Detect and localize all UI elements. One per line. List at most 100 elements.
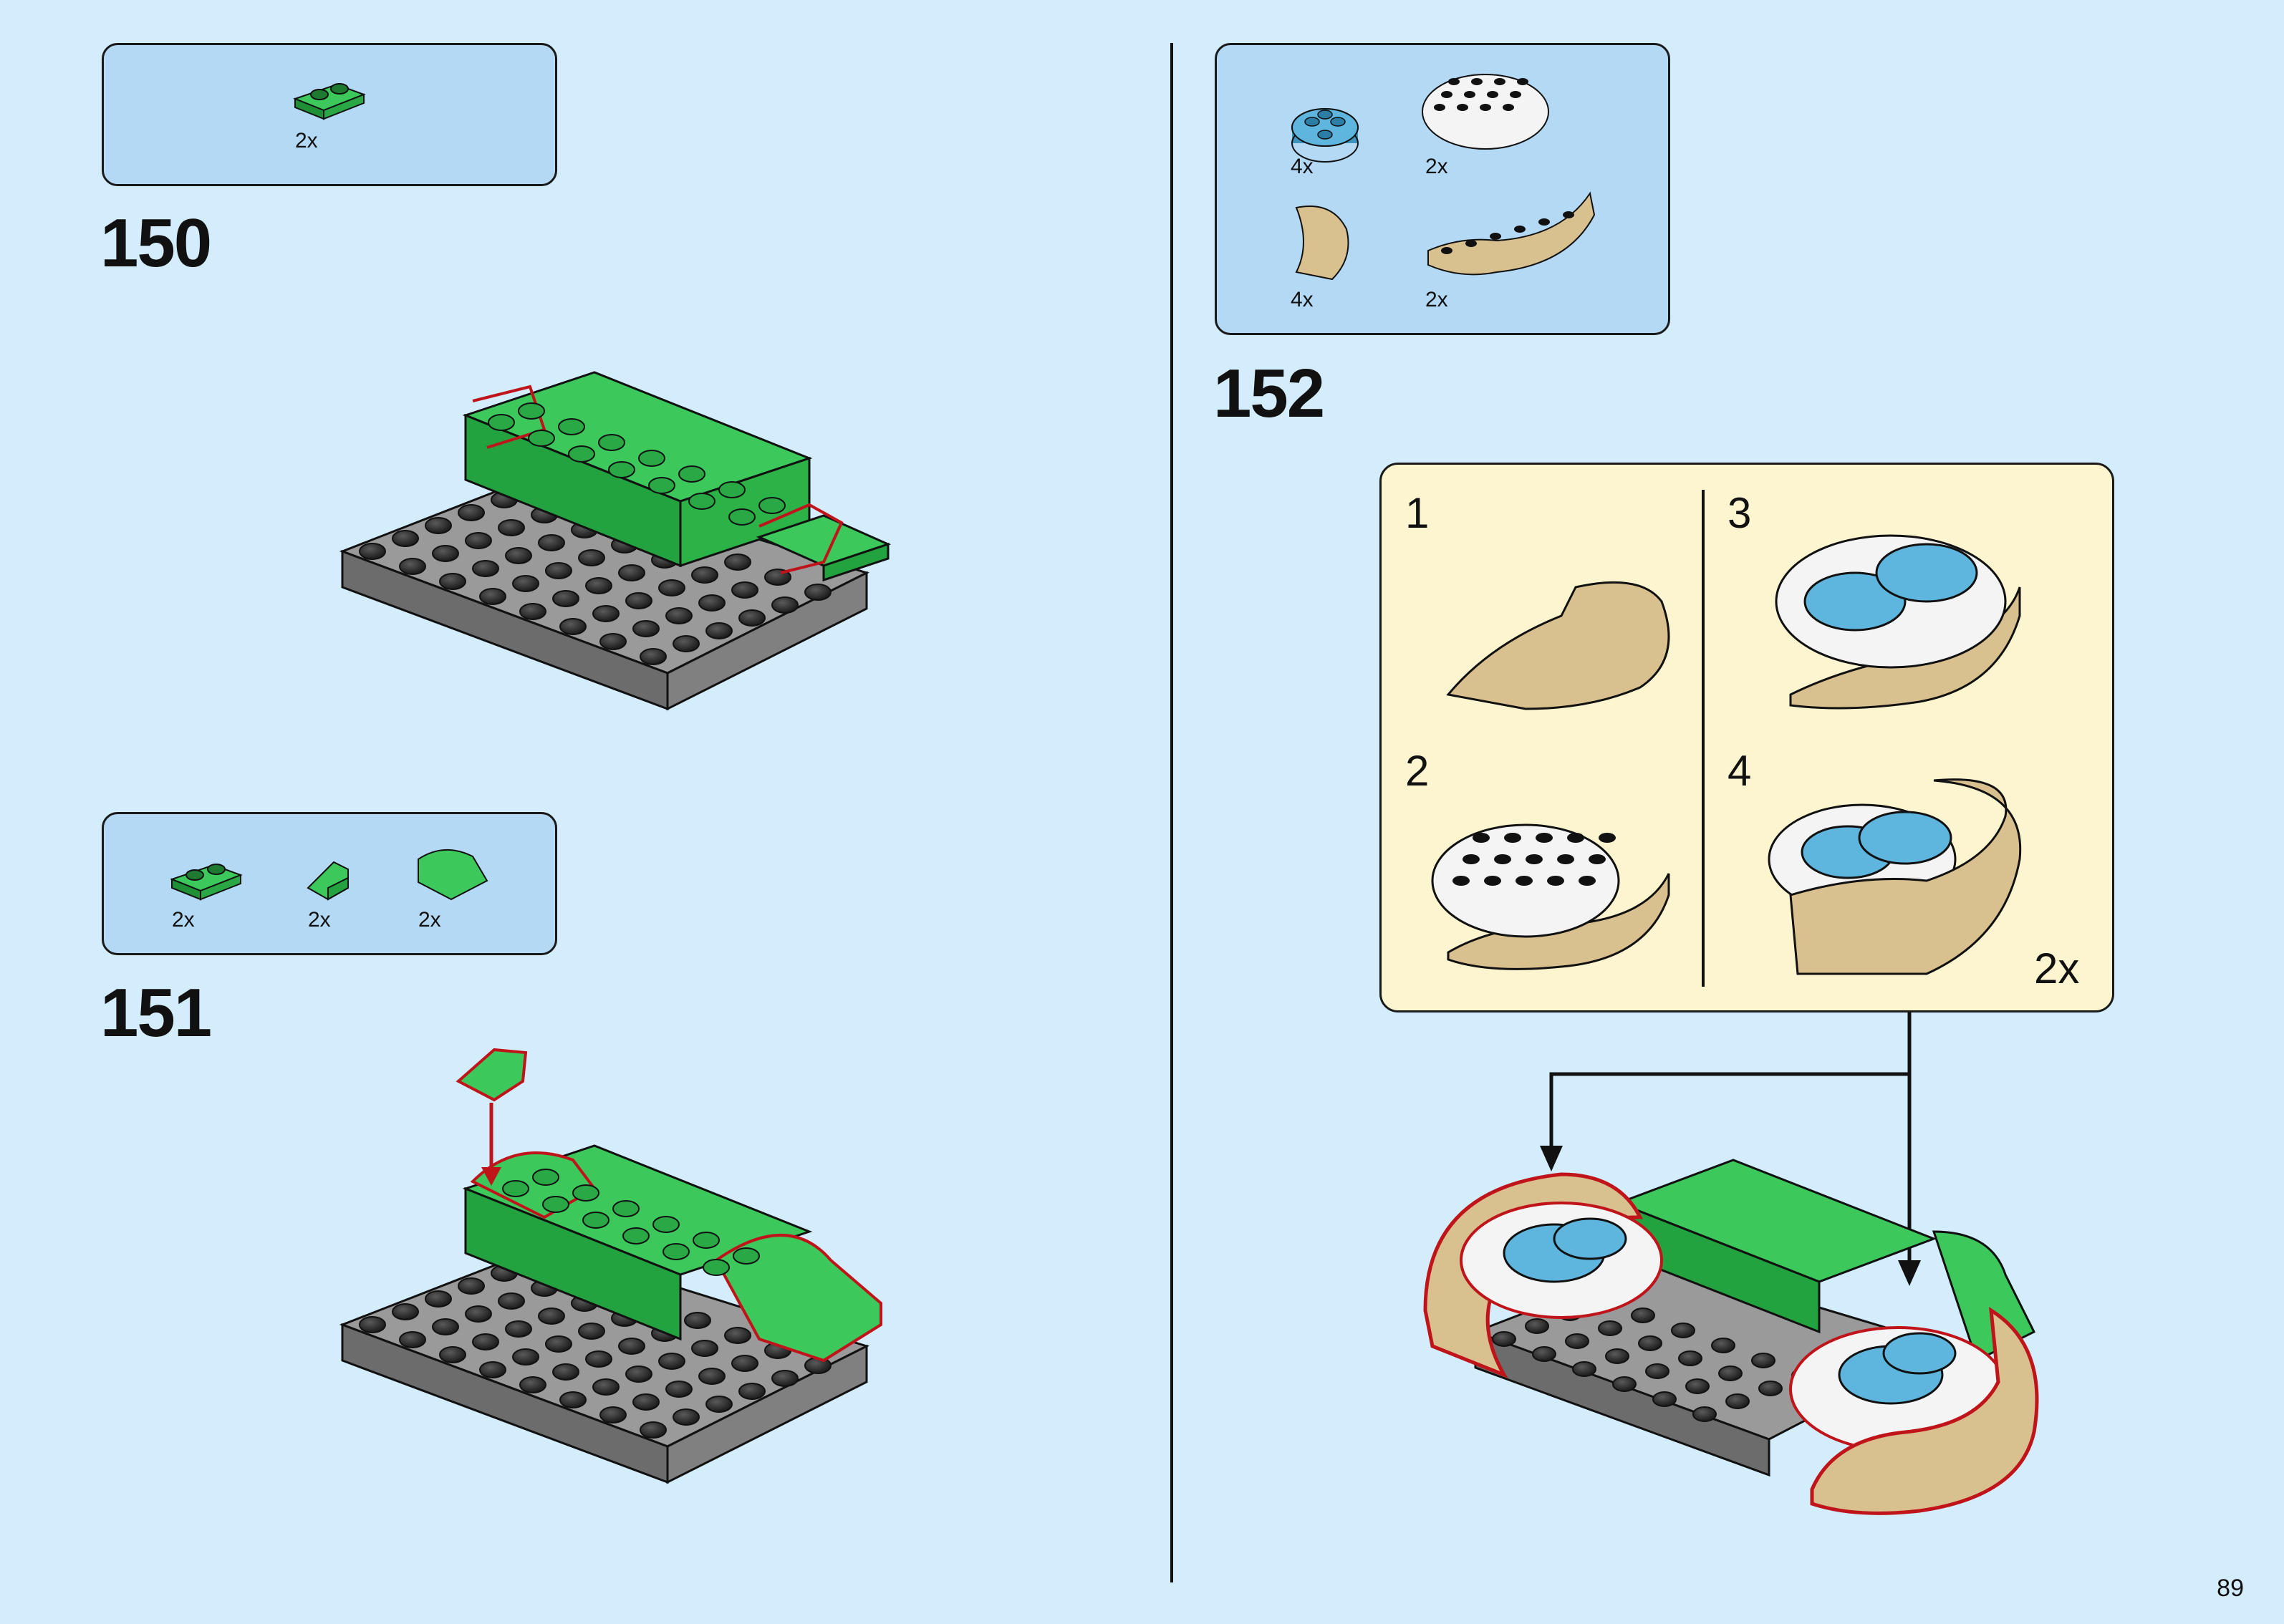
stud: [662, 1243, 690, 1260]
stud: [545, 562, 572, 579]
stud: [1494, 854, 1511, 864]
stud: [538, 534, 565, 551]
stud: [1452, 876, 1470, 886]
stud: [545, 1335, 572, 1353]
page-divider: [1170, 43, 1173, 1582]
stud: [1598, 1320, 1622, 1336]
stud: [638, 450, 665, 467]
stud: [1579, 876, 1596, 886]
stud: [1465, 240, 1477, 247]
stud: [691, 1340, 718, 1357]
stud: [1557, 854, 1574, 864]
stud: [1526, 854, 1543, 864]
part-icon-green-plate: [170, 864, 243, 901]
stud: [359, 1316, 386, 1333]
stud: [592, 605, 620, 622]
stud: [1490, 233, 1501, 240]
model-step-151: [339, 1048, 882, 1484]
stud: [432, 1318, 459, 1335]
stud: [705, 622, 733, 639]
stud: [1631, 1308, 1655, 1323]
stud: [1751, 1353, 1775, 1368]
stud: [1612, 1376, 1637, 1392]
stud: [804, 584, 832, 601]
stud: [724, 554, 751, 571]
model-step-150: [339, 371, 892, 711]
stud: [519, 1376, 546, 1393]
stud: [1492, 1331, 1516, 1347]
stud: [1525, 1318, 1549, 1334]
part-icon-white-round-plate: [1422, 74, 1549, 150]
stud: [488, 414, 515, 431]
part-icon-green-curved-slope: [418, 849, 488, 901]
stud: [1441, 247, 1452, 254]
stud: [518, 402, 545, 420]
stud: [512, 575, 539, 592]
step-number-150: 150: [100, 205, 212, 281]
stud: [632, 620, 660, 637]
part-icon-green-slope: [307, 861, 349, 901]
stud: [640, 1421, 667, 1439]
stud: [559, 1391, 587, 1408]
part-qty: 2x: [1425, 155, 1448, 178]
stud: [1605, 1348, 1629, 1364]
stud: [425, 517, 452, 534]
stud: [568, 445, 595, 463]
callout-divider: [1702, 490, 1705, 987]
callout-arrows: [1540, 1012, 1921, 1286]
stud: [622, 1227, 650, 1244]
stud: [458, 504, 485, 521]
stud: [538, 1308, 565, 1325]
stud: [585, 1350, 612, 1368]
stud: [359, 543, 386, 560]
stud: [1572, 1361, 1596, 1377]
stud: [698, 594, 726, 612]
stud: [532, 1169, 559, 1186]
stud: [1484, 876, 1501, 886]
part-icon-azure-round-plate: [1291, 108, 1359, 163]
stud: [684, 1312, 711, 1329]
substep-2-art: [1431, 823, 1670, 970]
part-icon-tan-arc-plate: [1427, 191, 1596, 276]
stud: [498, 1292, 525, 1310]
callout-multiplier: 2x: [2034, 944, 2080, 992]
stud: [479, 588, 506, 605]
stud: [1599, 833, 1616, 843]
part-qty: 2x: [172, 908, 195, 932]
stud: [612, 1200, 640, 1217]
stud: [425, 1290, 452, 1308]
part-qty: 4x: [1291, 288, 1314, 311]
part-qty: 2x: [295, 129, 318, 153]
stud: [578, 549, 605, 566]
stud: [648, 477, 675, 494]
stud: [552, 1363, 579, 1381]
substep-number: 3: [1728, 489, 1752, 537]
part-qty: 2x: [308, 908, 331, 932]
stud: [693, 1232, 720, 1249]
stud: [1718, 1366, 1743, 1381]
stud: [399, 558, 426, 575]
stud: [505, 547, 532, 564]
stud: [1494, 78, 1505, 85]
stud: [465, 1305, 492, 1323]
stud: [1463, 854, 1480, 864]
stud: [1725, 1393, 1750, 1409]
stud: [458, 1277, 485, 1295]
stud: [703, 1259, 730, 1276]
stud: [771, 1370, 799, 1387]
stud: [552, 590, 579, 607]
stud: [738, 1383, 766, 1400]
stud: [1563, 211, 1574, 218]
stud: [1480, 104, 1491, 111]
stud: [472, 1333, 499, 1350]
stud: [771, 596, 799, 614]
stud: [559, 618, 587, 635]
stud: [731, 581, 758, 599]
stud: [528, 430, 555, 447]
substep-number: 4: [1728, 747, 1752, 795]
stud: [640, 648, 667, 665]
stud: [673, 635, 700, 652]
stud: [1536, 833, 1553, 843]
stud: [519, 603, 546, 620]
